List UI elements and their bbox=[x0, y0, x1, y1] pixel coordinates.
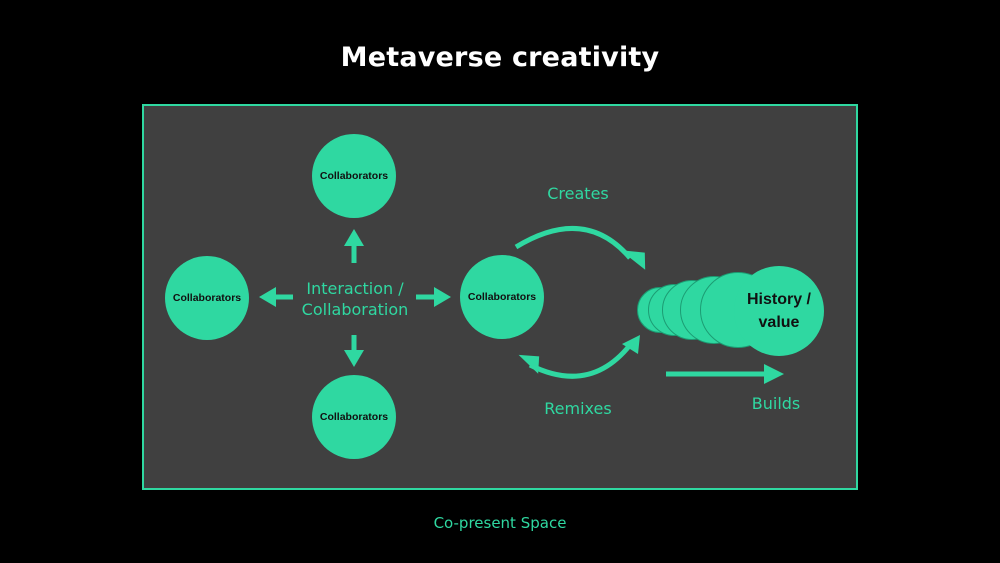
collaborators-label: Collaborators bbox=[319, 411, 389, 423]
collaborators-label: Collaborators bbox=[467, 291, 537, 303]
creates-arrow bbox=[514, 225, 646, 270]
interaction-collaboration-label: Interaction / Collaboration bbox=[301, 279, 409, 319]
collaborators-label: Collaborators bbox=[319, 170, 389, 182]
collaborators-label: Collaborators bbox=[172, 292, 242, 304]
co-present-space-label: Co-present Space bbox=[433, 514, 567, 532]
collaborators-node-right: Collaborators bbox=[460, 255, 544, 339]
collaborators-node-top: Collaborators bbox=[312, 134, 396, 218]
arrow-right bbox=[416, 287, 451, 307]
arrow-down bbox=[344, 335, 364, 367]
creates-label: Creates bbox=[547, 184, 609, 203]
remixes-arrow bbox=[518, 335, 640, 379]
collaborators-node-bottom: Collaborators bbox=[312, 375, 396, 459]
builds-arrow bbox=[666, 364, 784, 384]
arrow-left bbox=[259, 287, 293, 307]
history-value-node: History / value bbox=[734, 266, 824, 356]
arrow-up bbox=[344, 229, 364, 263]
builds-label: Builds bbox=[751, 394, 801, 413]
remixes-label: Remixes bbox=[544, 399, 612, 418]
collaborators-node-left: Collaborators bbox=[165, 256, 249, 340]
diagram-title: Metaverse creativity bbox=[340, 42, 660, 73]
